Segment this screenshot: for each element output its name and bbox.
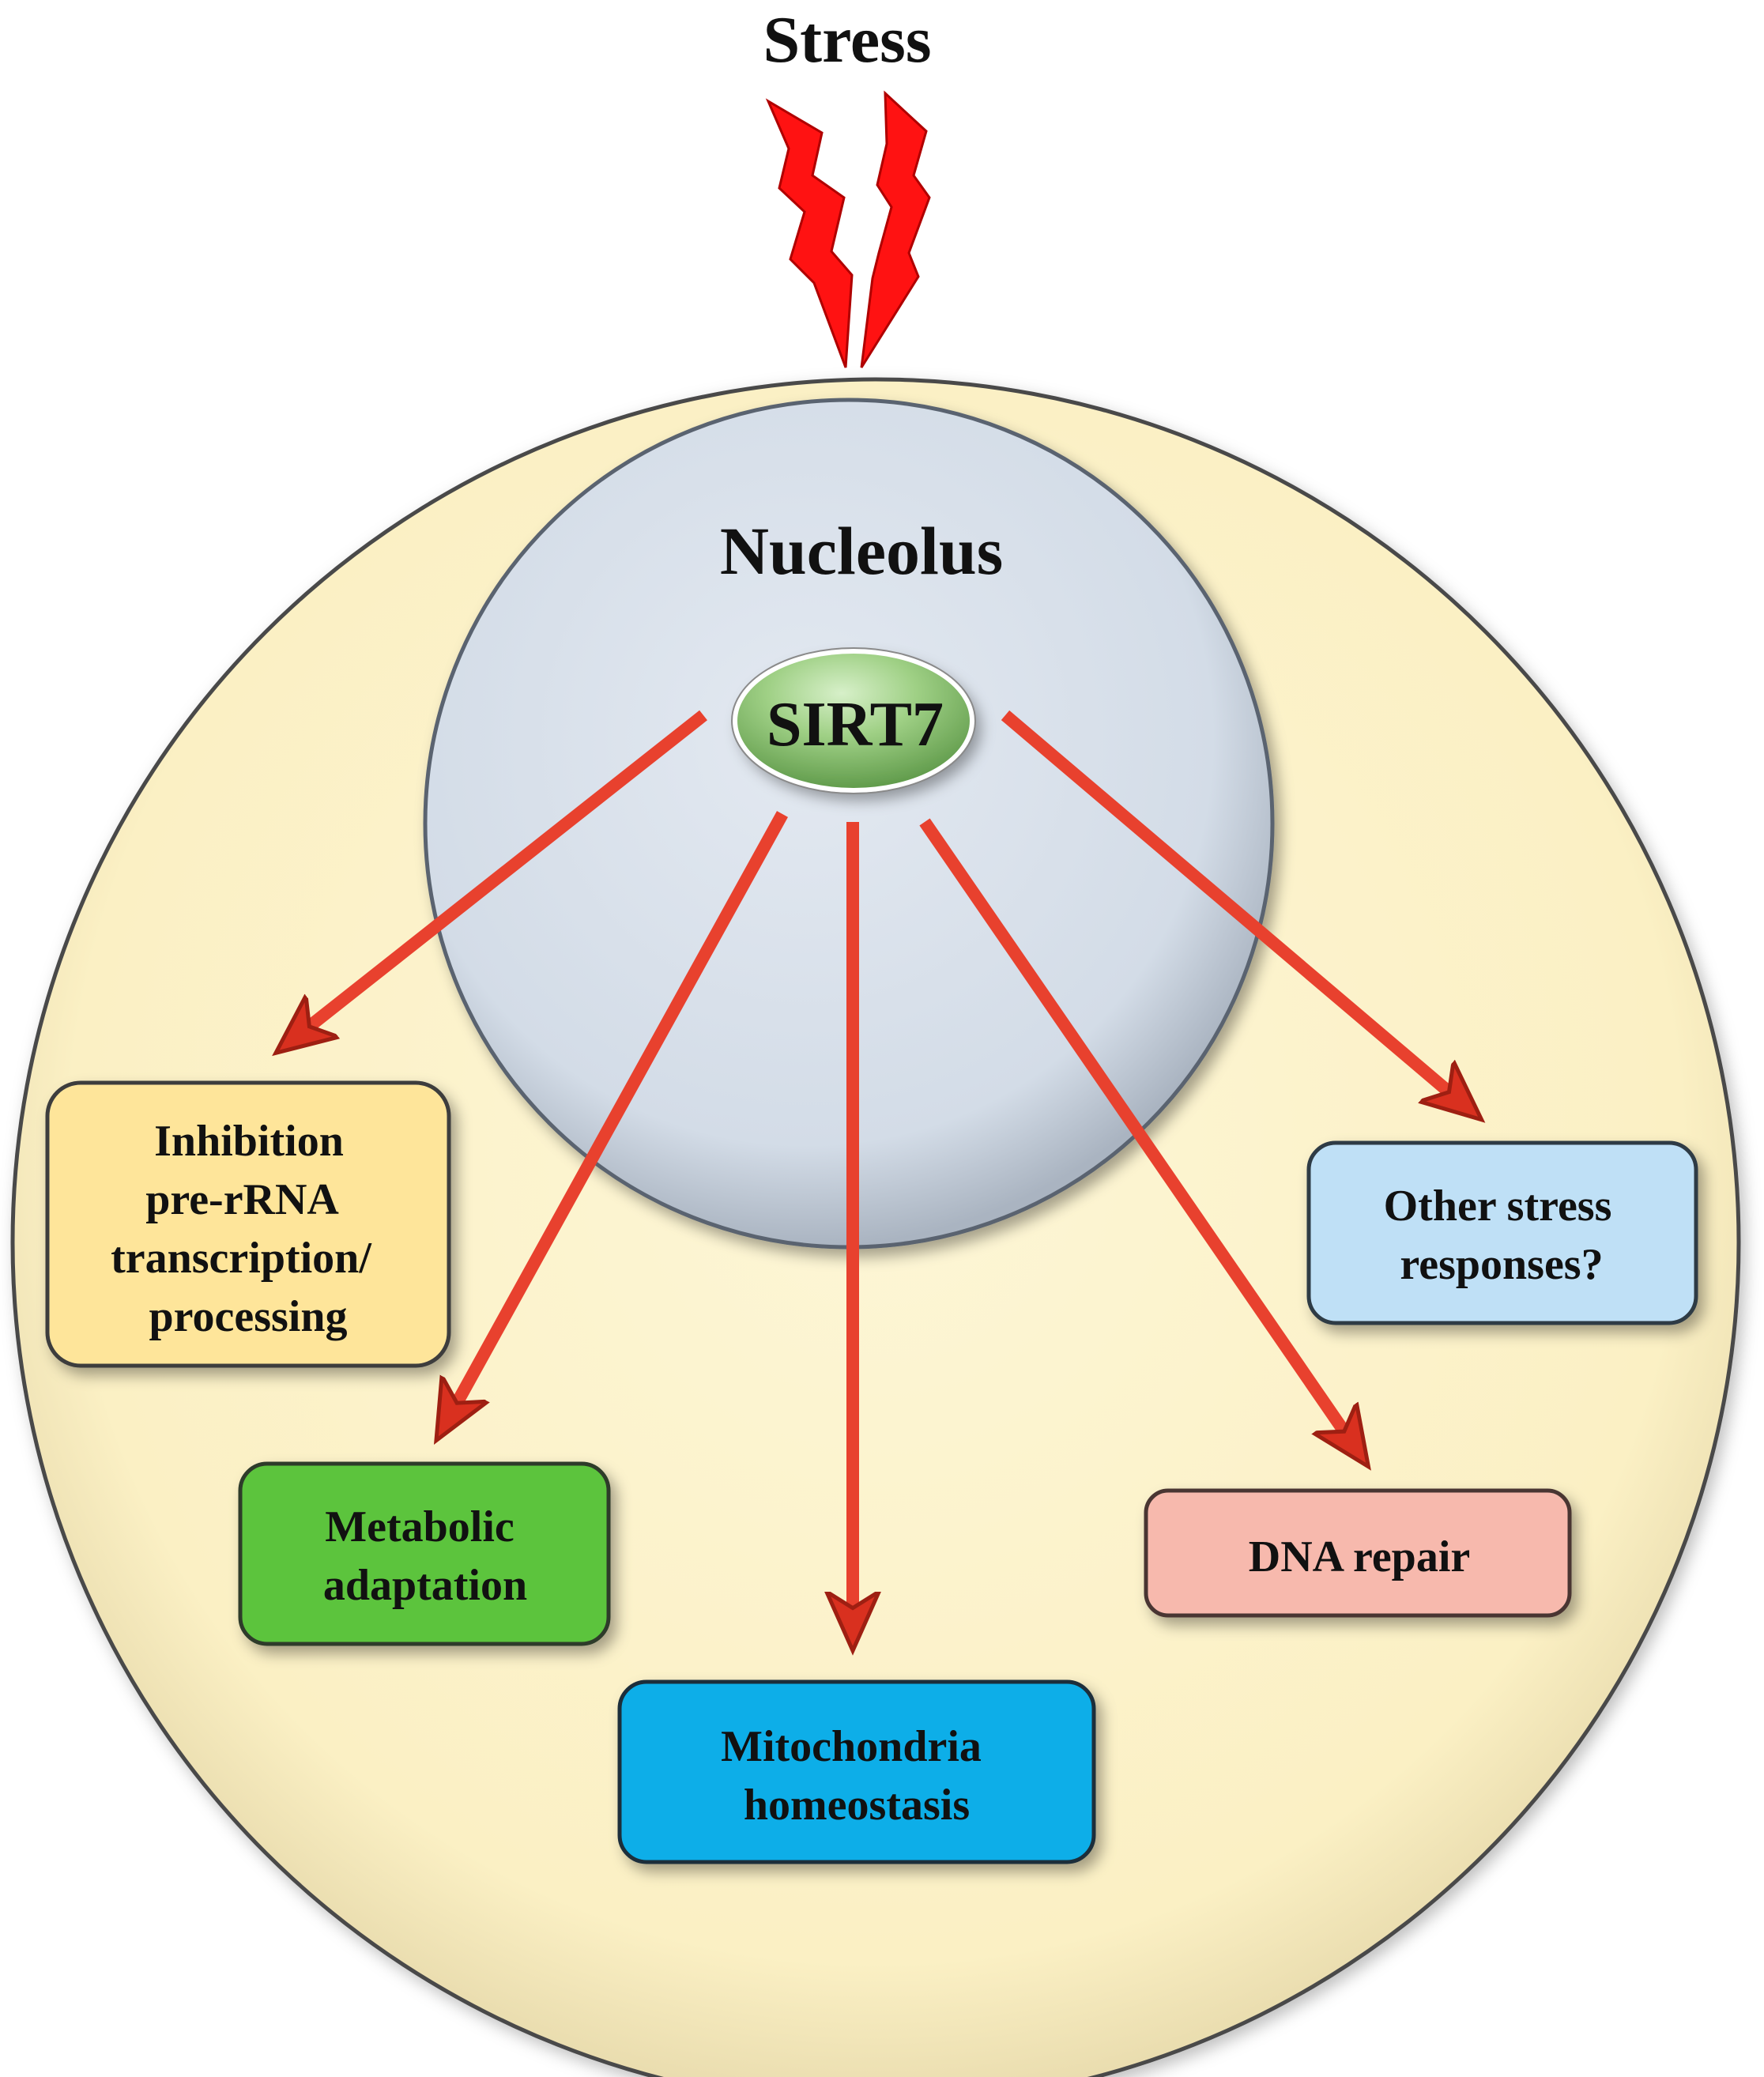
outcome-dna-repair: DNA repair [1144,1488,1572,1618]
outcome-line: Inhibition [154,1117,344,1166]
outcome-line: pre-rRNA [145,1175,339,1224]
outcome-line: responses? [1400,1240,1603,1289]
outcome-text: Metabolic adaptation [323,1502,527,1610]
outcome-box [617,1679,1096,1864]
sirt7-ellipse-outline [731,647,976,794]
outcome-text: Other stress responses? [1384,1182,1623,1289]
outcome-line: DNA repair [1249,1532,1471,1581]
arrow-to-dna-repair [919,818,1361,1456]
outcome-box [238,1461,611,1646]
outcome-box [45,1080,451,1368]
outcome-box [1144,1488,1572,1618]
outcome-line: homeostasis [744,1781,970,1830]
outcome-inhibition: Inhibition pre-rRNA transcription/ proce… [45,1080,451,1368]
arrows [286,710,1472,1638]
arrow-to-metabolic [443,811,789,1429]
sirt7-node: SIRT7 [731,647,976,794]
outcome-line: adaptation [323,1561,527,1610]
outcome-box [1306,1140,1698,1325]
lightning-bolt-right-icon [860,90,931,368]
outcome-text: DNA repair [1249,1532,1471,1581]
sirt7-label: SIRT7 [767,690,944,760]
arrow-to-other-stress [1001,710,1472,1111]
sirt7-ellipse [733,649,974,793]
outcome-text: Mitochondria homeostasis [721,1722,993,1830]
lightning-bolt-left-icon [765,98,854,368]
outcome-line: Mitochondria [721,1722,982,1771]
outcome-line: processing [149,1292,348,1341]
outcome-metabolic: Metabolic adaptation [238,1461,611,1646]
arrow-to-inhibition [286,710,707,1045]
stress-label: Stress [763,3,931,77]
outcome-mitochondria: Mitochondria homeostasis [617,1679,1096,1864]
outcome-line: transcription/ [111,1234,372,1283]
nucleolus-label: Nucleolus [720,513,1003,589]
outcome-line: Other stress [1384,1182,1612,1231]
outcome-other-stress: Other stress responses? [1306,1140,1698,1325]
outcome-text: Inhibition pre-rRNA transcription/ proce… [111,1117,383,1341]
stress-bolts [765,90,931,368]
outcome-line: Metabolic [325,1502,514,1551]
